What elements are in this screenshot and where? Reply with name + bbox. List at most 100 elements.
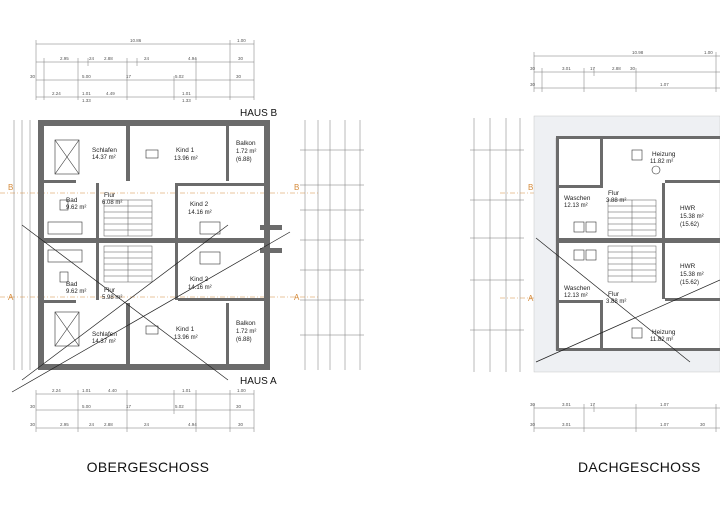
dim-og-bottom-a5: 1.00 <box>237 388 246 393</box>
dg-room-flur-bottom: Flur <box>608 291 620 298</box>
dim-og-a5: 4.94 <box>188 56 197 61</box>
dim-og-bottom-b4: 5.02 <box>175 404 184 409</box>
dim-og-total: 10.86 <box>130 38 142 43</box>
og-area-schlafen-bottom: 14.37 m² <box>92 339 116 345</box>
dim-og-b1: 30 <box>30 74 36 79</box>
dim-dg-b1: 1.07 <box>660 82 669 87</box>
dim-og-bottom-b3: 17 <box>126 404 132 409</box>
dim-og-bottom-c4: 2.88 <box>104 422 113 427</box>
dg-dimension-chain-sides <box>470 118 524 372</box>
dim-og-c1: 2.24 <box>52 91 61 96</box>
dim-dg-bottom-b3: 1.07 <box>660 422 669 427</box>
og-dimension-chain-bottom: 2.24 1.01 4.40 1.01 1.00 30 5.00 17 5.02… <box>30 388 255 432</box>
dg-area-waschen-top: 12.13 m² <box>564 203 588 209</box>
og-room-kind1-bottom: Kind 1 <box>176 326 195 333</box>
dim-og-bottom-a2: 1.01 <box>82 388 91 393</box>
og-axis-a-label-right: A <box>294 293 300 302</box>
dim-dg-a2: 3.01 <box>562 66 571 71</box>
dim-og-bottom-c6: 4.94 <box>188 422 197 427</box>
dim-og-bottom-b5: 30 <box>236 404 242 409</box>
og-sub-balkon-top: (6.88) <box>236 157 252 163</box>
dim-dg-bottom-a4: 1.07 <box>660 402 669 407</box>
dg-area-heizung-top: 11.82 m² <box>650 159 673 165</box>
dim-dg-b2: 30 <box>530 82 536 87</box>
dim-og-bottom-a4: 1.01 <box>182 388 191 393</box>
dim-dg-a4: 2.88 <box>612 66 621 71</box>
dim-og-a3: 2.88 <box>104 56 113 61</box>
dg-area-heizung-bottom: 11.82 m² <box>650 337 673 343</box>
og-room-kind2-top: Kind 2 <box>190 201 209 208</box>
dg-room-flur-top: Flur <box>608 190 620 197</box>
og-floor-title: OBERGESCHOSS <box>87 459 210 475</box>
og-area-kind1-top: 13.96 m² <box>174 156 198 162</box>
og-room-kind2-bottom: Kind 2 <box>190 276 209 283</box>
og-area-bad-bottom: 9.62 m² <box>66 289 86 295</box>
dg-sub-hwr-top: (15.62) <box>680 222 699 228</box>
og-area-flur-bottom: 5.98 m² <box>102 295 122 301</box>
dg-floor-title: DACHGESCHOSS <box>578 459 701 475</box>
dg-room-hwr-bottom: HWR <box>680 263 696 270</box>
og-axis-a-label: A <box>8 293 14 302</box>
dim-dg-end: 1.00 <box>704 50 713 55</box>
dim-og-c6: 1.33 <box>182 98 191 103</box>
dim-og-a2: 24 <box>89 56 95 61</box>
og-dimension-chain-top: 10.86 1.00 2.95 24 2.88 24 4.94 30 30 5.… <box>30 38 255 103</box>
dim-og-bottom-c1: 30 <box>30 422 36 427</box>
dg-area-waschen-bottom: 12.13 m² <box>564 293 588 299</box>
og-room-flur-top: Flur <box>104 192 116 199</box>
dg-house-cross-lines <box>535 237 720 363</box>
dg-room-labels: Heizung 11.82 m² Flur 3.88 m² Waschen 12… <box>564 151 704 343</box>
dg-sub-hwr-bottom: (15.62) <box>680 280 699 286</box>
dim-og-bottom-c5: 24 <box>144 422 150 427</box>
og-fixtures <box>47 139 221 347</box>
dim-og-c4: 1.01 <box>182 91 191 96</box>
dachgeschoss-plan: 10.98 1.00 30 3.01 17 2.88 30 1.07 30 B … <box>470 50 720 475</box>
og-area-kind1-bottom: 13.96 m² <box>174 335 198 341</box>
dim-og-bottom-a1: 2.24 <box>52 388 61 393</box>
og-stairs <box>103 199 153 283</box>
dg-axis-a-label: A <box>528 294 534 303</box>
og-room-bad-top: Bad <box>66 197 78 204</box>
og-haus-a-label: HAUS A <box>240 376 277 387</box>
og-axis-lines: B A B A <box>0 183 320 302</box>
dim-dg-a1: 30 <box>530 66 536 71</box>
og-area-schlafen-top: 14.37 m² <box>92 155 116 161</box>
og-room-labels: Schlafen 14.37 m² Kind 1 13.96 m² Balkon… <box>66 140 256 345</box>
og-dimension-chain-sides <box>13 120 364 370</box>
dim-og-c2: 1.01 <box>82 91 91 96</box>
dg-area-flur-top: 3.88 m² <box>606 198 626 204</box>
og-room-balkon-bottom: Balkon <box>236 320 256 327</box>
dg-dimension-chain-bottom: 30 3.01 17 1.07 30 3.01 1.07 30 <box>530 402 720 432</box>
dim-og-c3: 4.49 <box>106 91 115 96</box>
dim-og-a1: 2.95 <box>60 56 69 61</box>
og-area-balkon-top: 1.72 m² <box>236 149 256 155</box>
dim-og-bottom-c2: 2.95 <box>60 422 69 427</box>
dim-dg-bottom-b2: 3.01 <box>562 422 571 427</box>
dim-og-a6: 30 <box>238 56 244 61</box>
dim-dg-a3: 17 <box>590 66 596 71</box>
og-sub-balkon-bottom: (6.88) <box>236 337 252 343</box>
dim-og-a4: 24 <box>144 56 150 61</box>
dg-room-waschen-top: Waschen <box>564 195 591 202</box>
dim-og-b5: 30 <box>236 74 242 79</box>
og-house-cross-lines <box>11 224 291 393</box>
dg-dimension-chain-top: 10.98 1.00 30 3.01 17 2.88 30 1.07 30 <box>530 50 720 92</box>
dim-og-b2: 5.00 <box>82 74 91 79</box>
dim-og-c5: 1.33 <box>82 98 91 103</box>
dg-room-heizung-bottom: Heizung <box>652 329 676 336</box>
og-room-bad-bottom: Bad <box>66 281 78 288</box>
dim-og-bottom-c7: 30 <box>238 422 244 427</box>
dg-area-flur-bottom: 3.88 m² <box>606 299 626 305</box>
dim-og-bottom-a3: 4.40 <box>108 388 117 393</box>
og-area-bad-top: 9.62 m² <box>66 205 86 211</box>
dg-fixtures <box>573 149 661 339</box>
og-axis-b-label-right: B <box>294 183 299 192</box>
og-area-balkon-bottom: 1.72 m² <box>236 329 256 335</box>
og-room-flur-bottom: Flur <box>104 287 116 294</box>
og-room-balkon-top: Balkon <box>236 140 256 147</box>
og-area-kind2-top: 14.16 m² <box>188 210 212 216</box>
dim-og-b4: 5.02 <box>175 74 184 79</box>
dim-og-bottom-b2: 5.00 <box>82 404 91 409</box>
dim-og-bottom-c3: 24 <box>89 422 95 427</box>
